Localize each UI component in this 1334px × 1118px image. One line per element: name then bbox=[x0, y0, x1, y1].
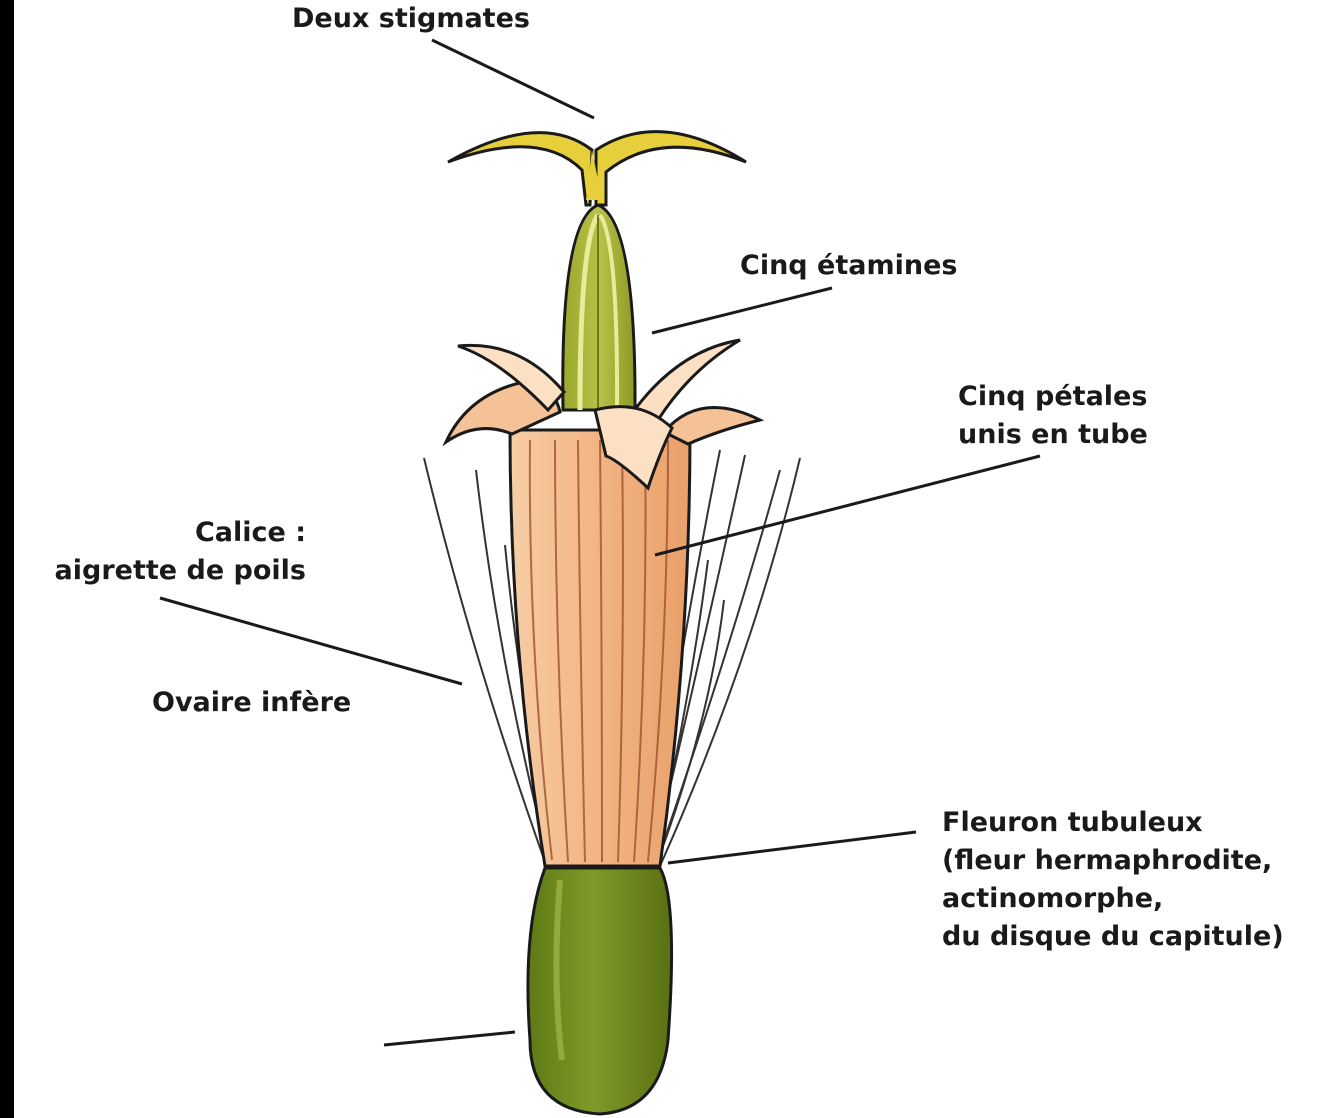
label-petales: Cinq pétales unis en tube bbox=[958, 378, 1148, 454]
label-fleuron-line3: actinomorphe, bbox=[942, 880, 1284, 918]
ovary bbox=[528, 868, 672, 1114]
label-fleuron-line2: (fleur hermaphrodite, bbox=[942, 842, 1284, 880]
label-stigmates: Deux stigmates bbox=[292, 0, 530, 38]
label-etamines: Cinq étamines bbox=[740, 247, 957, 285]
stigmas bbox=[448, 132, 746, 205]
label-fleuron: Fleuron tubuleux (fleur hermaphrodite, a… bbox=[942, 804, 1284, 956]
label-calice-line1: Calice : bbox=[36, 514, 306, 552]
label-calice: Calice : aigrette de poils bbox=[36, 514, 306, 590]
label-petales-line1: Cinq pétales bbox=[958, 378, 1148, 416]
corolla-tube bbox=[510, 430, 690, 866]
label-fleuron-line4: du disque du capitule) bbox=[942, 918, 1284, 956]
label-calice-line2: aigrette de poils bbox=[36, 552, 306, 590]
label-ovaire-text: Ovaire infère bbox=[152, 684, 351, 722]
stamen-column bbox=[563, 205, 635, 410]
label-etamines-text: Cinq étamines bbox=[740, 247, 957, 285]
label-stigmates-text: Deux stigmates bbox=[292, 0, 530, 38]
label-petales-line2: unis en tube bbox=[958, 416, 1148, 454]
diagram-panel: Deux stigmates Cinq étamines Cinq pétale… bbox=[14, 0, 1334, 1118]
label-fleuron-line1: Fleuron tubuleux bbox=[942, 804, 1284, 842]
label-ovaire: Ovaire infère bbox=[152, 684, 351, 722]
